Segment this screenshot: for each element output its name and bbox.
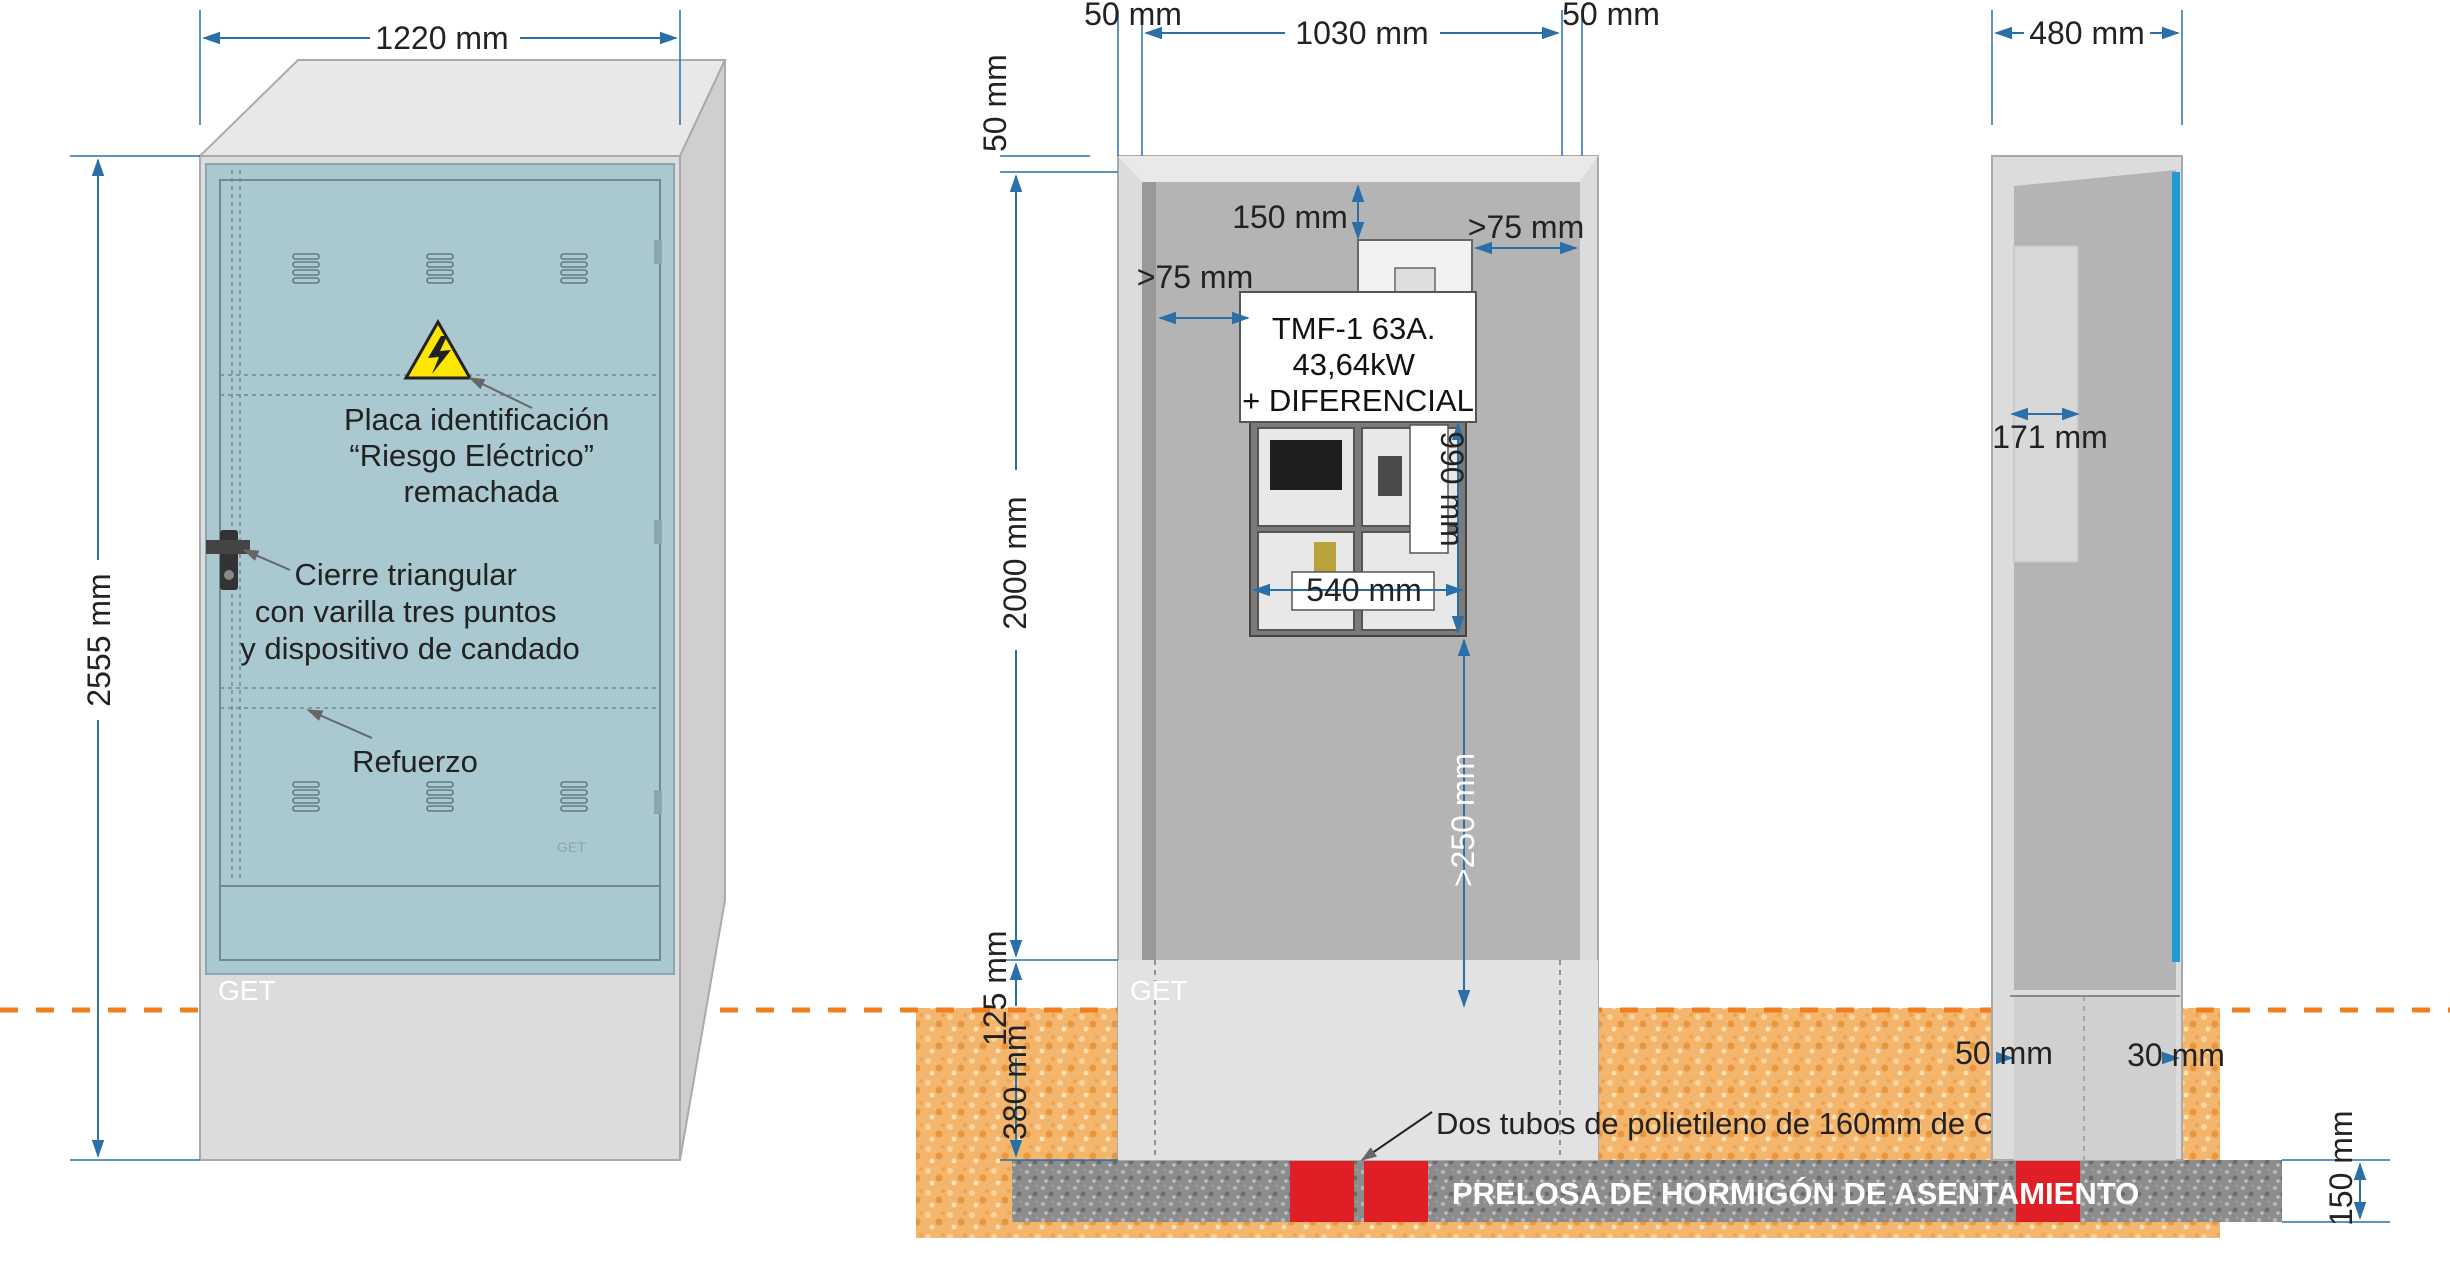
front-height-label: 2555 mm [81,573,117,706]
side-right-wall-label: 30 mm [2127,1037,2225,1073]
floor-clearance-label: >250 mm [1445,753,1481,887]
equipment-height-label: 990 mm [1434,431,1470,547]
vent-icon [292,781,320,812]
equipment-info-box [1239,291,1477,423]
top-wall-label: 50 mm [977,54,1013,152]
front-width-label: 1220 mm [375,20,508,56]
pipe-2 [1364,1160,1428,1222]
right-wall-label: 50 mm [1562,0,1660,32]
pipe-3 [2016,1160,2080,1222]
side-accent-strip [2172,172,2180,962]
side-left-wall-label: 50 mm [1955,1035,2053,1071]
section-brand-mark: GET [1130,975,1188,1006]
equipment-width-label: 540 mm [1306,572,1422,608]
front-brand-mark: GET [218,975,276,1006]
front-view: GET GET Placa identificación “Riesgo Elé… [70,10,727,1161]
vent-icon [560,253,588,284]
front-small-mark: GET [557,839,586,855]
right-clearance-label: >75 mm [1468,209,1584,245]
side-view: 480 mm 171 mm 50 mm 30 mm 150 mm [1955,10,2390,1226]
slab-label: PRELOSA DE HORMIGÓN DE ASENTAMIENTO [1452,1175,2139,1211]
buried-label: 380 mm [997,1024,1033,1140]
cabinet-top [197,59,727,157]
inner-width-label: 1030 mm [1295,15,1428,51]
lock-callout: Cierre triangular con varilla tres punto… [240,557,580,666]
section-view: GET TMF-1 63A. 43,64kW + DIFERENCIAL [977,0,1998,1161]
inner-height-label: 2000 mm [997,496,1033,629]
vent-icon [426,781,454,812]
vent-icon [292,253,320,284]
top-clearance-label: 150 mm [1232,199,1348,235]
equipment-info: TMF-1 63A. 43,64kW + DIFERENCIAL [1242,311,1474,418]
vent-icon [426,253,454,284]
left-wall-label: 50 mm [1084,0,1182,32]
slab-thickness-label: 150 mm [2323,1110,2359,1226]
vent-icon [560,781,588,812]
cabinet-side [679,59,726,1161]
vent-icons [292,253,588,812]
meter-display [1270,440,1342,490]
left-clearance-label: >75 mm [1137,259,1253,295]
pipe-1 [1290,1160,1354,1222]
bottom-label: 125 mm [977,930,1013,1046]
reinforcement-callout: Refuerzo [352,744,478,779]
depth-label: 480 mm [2029,15,2145,51]
triangular-lock-icon [206,530,250,590]
high-voltage-warning-icon [403,318,473,380]
side-mounting-panel [2013,245,2079,563]
panel-label: 171 mm [1992,419,2108,455]
pipes-note: Dos tubos de polietileno de 160mm de O [1436,1106,1998,1141]
door-panel [205,163,675,975]
plate-callout: Placa identificación “Riesgo Eléctrico” … [344,402,618,509]
